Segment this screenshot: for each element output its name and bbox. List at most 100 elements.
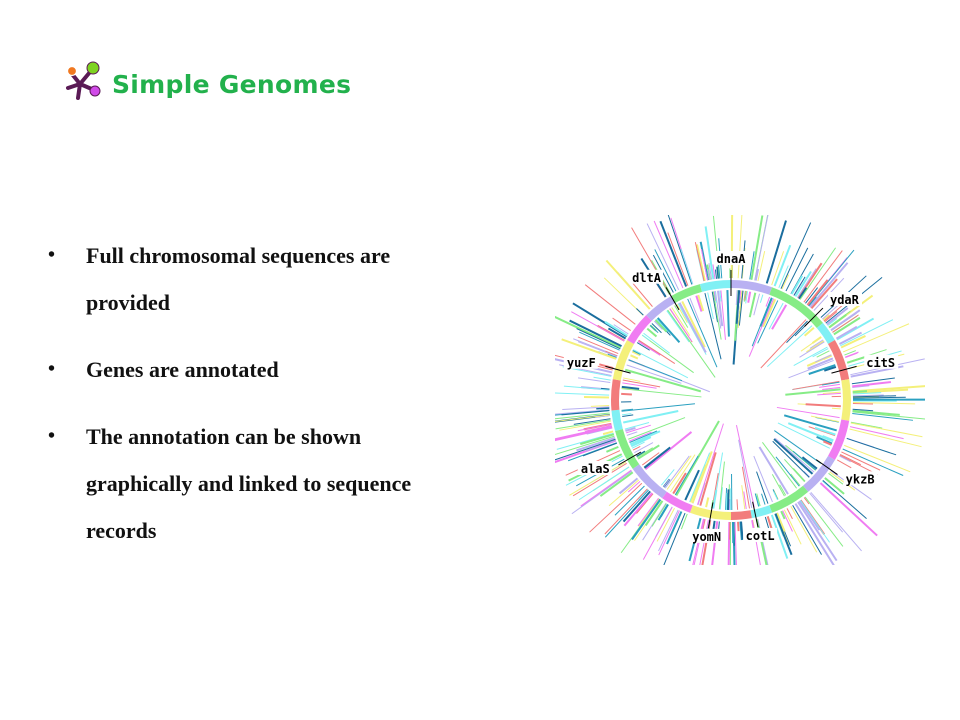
feature-ray — [737, 521, 740, 532]
feature-ray — [792, 505, 822, 555]
feature-ray — [628, 431, 652, 442]
gene-label-bg — [689, 528, 724, 543]
feature-ray — [641, 334, 694, 374]
feature-ray — [817, 392, 841, 396]
feature-ray — [577, 341, 618, 357]
feature-ray — [773, 438, 814, 475]
feature-ray — [571, 470, 633, 515]
feature-ray — [737, 290, 743, 328]
feature-ray — [699, 452, 717, 506]
feature-ray — [812, 348, 829, 358]
feature-ray — [555, 419, 611, 430]
gene-label: yuzF — [567, 356, 596, 370]
feature-ray — [757, 300, 779, 344]
logo-icon — [66, 61, 101, 100]
feature-ray — [790, 275, 804, 295]
gene-tick — [605, 365, 631, 374]
feature-ray — [840, 335, 866, 349]
feature-ray — [689, 464, 707, 503]
feature-ray — [663, 512, 686, 565]
bullet-text: The annotation can be shown — [86, 424, 362, 449]
feature-ray — [584, 424, 613, 433]
feature-ray — [827, 318, 838, 326]
gene-label: dltA — [632, 271, 662, 285]
feature-ray — [799, 247, 837, 300]
feature-ray — [803, 326, 815, 337]
feature-ray — [555, 435, 615, 456]
feature-ray — [699, 241, 710, 281]
feature-ray — [624, 368, 702, 393]
feature-ray — [632, 445, 641, 451]
bullet-icon: • — [48, 425, 56, 447]
feature-ray — [630, 436, 652, 448]
gene-label: dnaA — [717, 252, 747, 266]
feature-ray — [613, 324, 629, 335]
feature-ray — [666, 455, 692, 490]
ring-segment — [750, 505, 773, 519]
feature-ray — [642, 506, 673, 560]
feature-ray — [849, 428, 922, 448]
feature-ray — [707, 268, 711, 280]
feature-ray — [645, 446, 674, 470]
feature-ray — [700, 249, 708, 281]
feature-ray — [842, 323, 910, 353]
feature-ray — [852, 385, 870, 388]
feature-ray — [803, 470, 810, 478]
feature-ray — [790, 473, 801, 486]
feature-ray — [749, 251, 755, 280]
feature-ray — [555, 392, 610, 396]
feature-ray — [569, 461, 627, 496]
feature-ray — [800, 500, 831, 543]
feature-ray — [674, 455, 699, 496]
feature-ray — [656, 507, 675, 542]
feature-ray — [809, 262, 849, 308]
feature-ray — [577, 423, 612, 432]
feature-ray — [839, 455, 851, 463]
feature-ray — [621, 408, 634, 411]
feature-ray — [780, 222, 812, 289]
feature-ray — [775, 456, 800, 487]
feature-ray — [636, 450, 646, 458]
feature-ray — [796, 268, 817, 298]
feature-ray — [684, 469, 700, 501]
feature-ray — [852, 395, 897, 398]
feature-ray — [833, 316, 861, 336]
feature-ray — [555, 315, 622, 349]
feature-ray — [604, 489, 649, 538]
feature-ray — [622, 382, 657, 389]
feature-ray — [561, 338, 617, 360]
feature-ray — [605, 350, 618, 357]
feature-ray — [576, 328, 621, 350]
feature-ray — [621, 392, 632, 396]
feature-ray — [720, 290, 726, 340]
feature-ray — [743, 290, 747, 302]
feature-ray — [622, 379, 661, 388]
feature-ray — [774, 437, 815, 473]
feature-ray — [719, 290, 722, 302]
feature-ray — [776, 512, 786, 532]
feature-ray — [828, 472, 844, 485]
feature-ray — [607, 327, 627, 340]
bullet-icon: • — [48, 358, 56, 380]
feature-ray — [754, 493, 760, 507]
feature-ray — [627, 481, 641, 493]
gene-label: yomN — [692, 530, 721, 544]
feature-ray — [852, 392, 882, 395]
feature-ray — [630, 354, 639, 360]
feature-ray — [583, 396, 610, 399]
genome-ring — [611, 280, 851, 520]
feature-ray — [850, 421, 883, 429]
feature-ray — [758, 446, 789, 495]
feature-ray — [711, 291, 719, 323]
feature-ray — [614, 485, 645, 516]
feature-ray — [717, 290, 724, 327]
ring-segment — [611, 409, 623, 432]
feature-ray — [736, 499, 739, 510]
feature-ray — [697, 294, 705, 312]
feature-ray — [631, 350, 641, 357]
feature-ray — [584, 284, 636, 325]
feature-ray — [805, 403, 841, 408]
feature-ray — [748, 298, 775, 357]
feature-ray — [773, 491, 778, 500]
